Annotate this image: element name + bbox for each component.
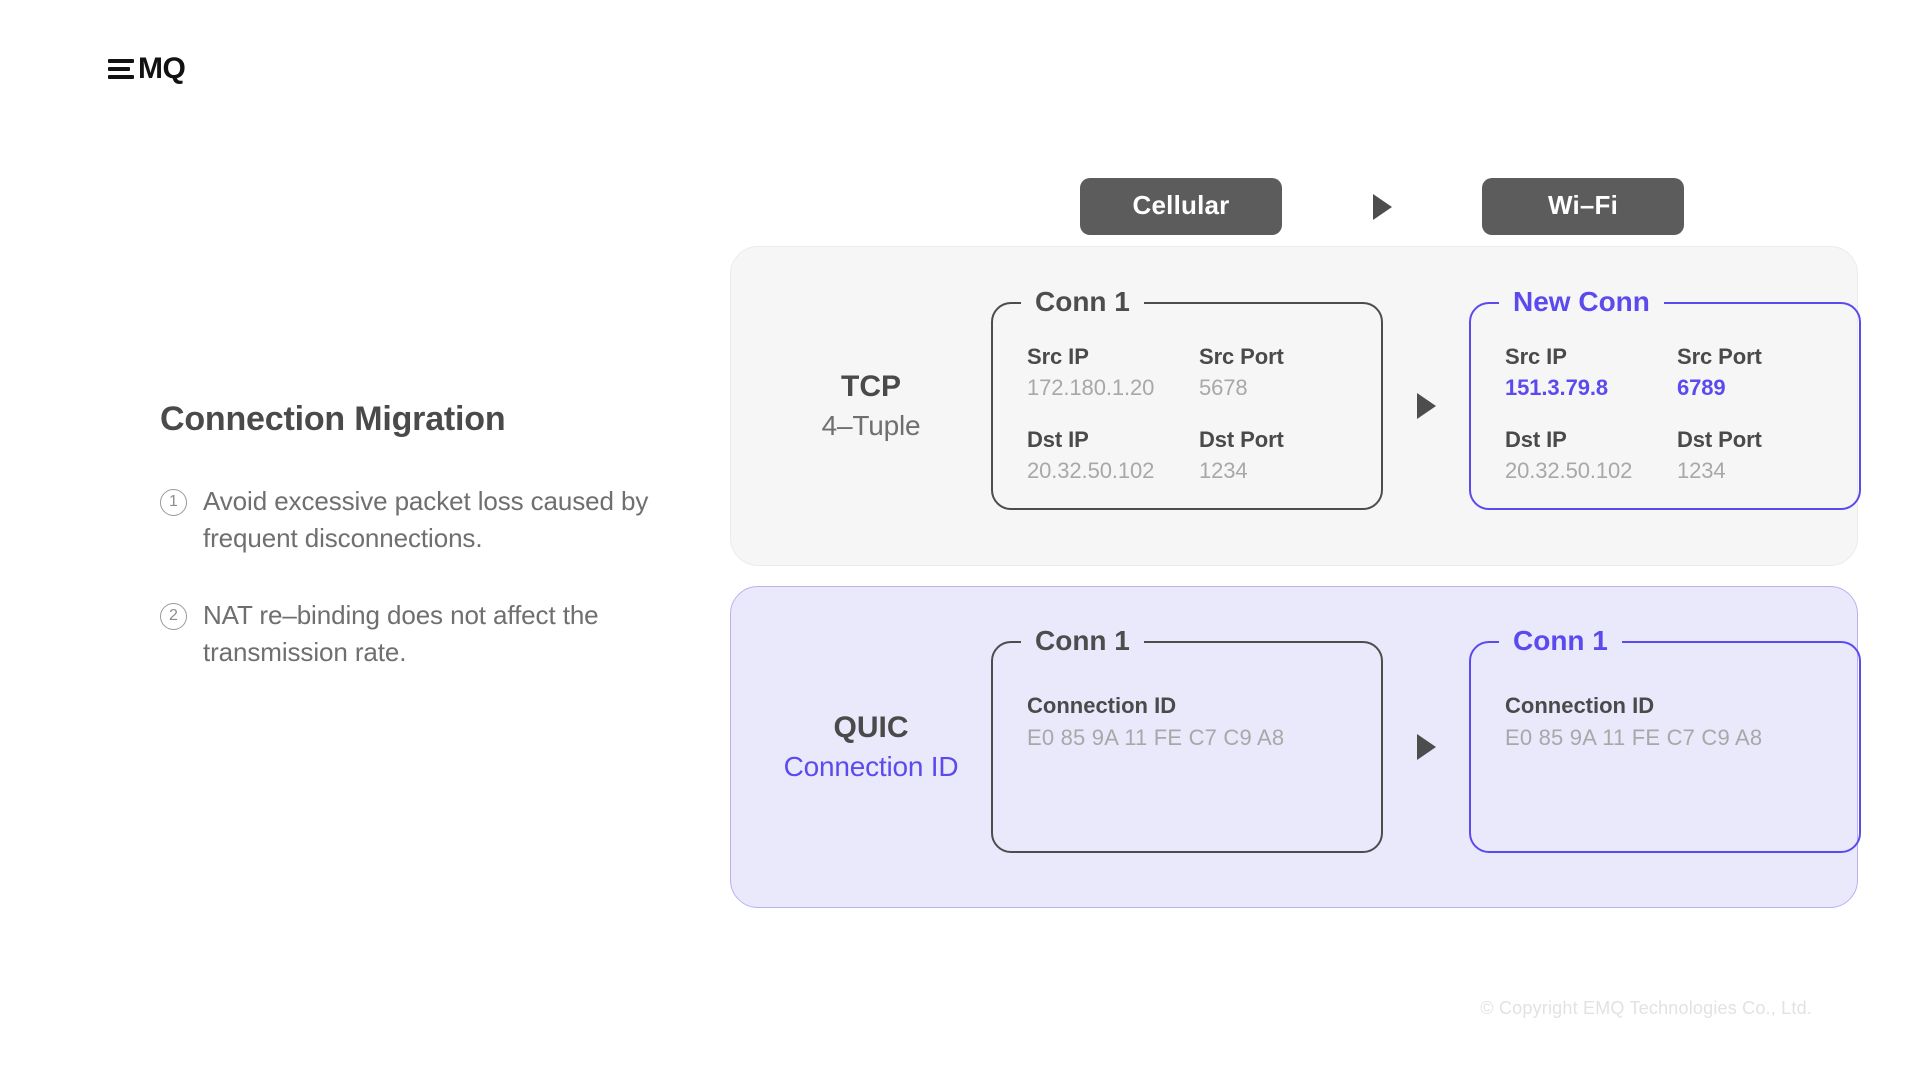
tuple-cell: Dst IP 20.32.50.102 bbox=[1027, 427, 1175, 484]
quic-connection-area: Conn 1 Connection ID E0 85 9A 11 FE C7 C… bbox=[991, 625, 1861, 853]
tcp-before-tuple-grid: Src IP 172.180.1.20 Src Port 5678 Dst IP… bbox=[1027, 344, 1347, 484]
tuple-key: Src Port bbox=[1199, 344, 1284, 369]
tuple-cell: Src Port 5678 bbox=[1199, 344, 1347, 401]
quic-migration-arrow-wrap bbox=[1383, 734, 1469, 760]
tcp-conn-before-box: Conn 1 Src IP 172.180.1.20 Src Port 5678… bbox=[991, 286, 1383, 510]
tuple-key: Dst Port bbox=[1677, 427, 1762, 452]
tuple-value: 5678 bbox=[1199, 375, 1248, 400]
connection-id-key: Connection ID bbox=[1027, 693, 1177, 718]
quic-after-cid-block: Connection ID E0 85 9A 11 FE C7 C9 A8 bbox=[1505, 683, 1825, 751]
tuple-cell: Src Port 6789 bbox=[1677, 344, 1825, 401]
list-item: 1 Avoid excessive packet loss caused by … bbox=[160, 483, 720, 557]
quic-protocol-name: QUIC bbox=[833, 711, 909, 744]
tuple-key: Src IP bbox=[1027, 344, 1089, 369]
tuple-cell: Dst Port 1234 bbox=[1199, 427, 1347, 484]
connection-id-key: Connection ID bbox=[1505, 693, 1655, 718]
tcp-conn-before-legend: Conn 1 bbox=[1021, 286, 1144, 318]
bullet-number-badge: 1 bbox=[160, 489, 187, 516]
tuple-value: 20.32.50.102 bbox=[1505, 458, 1633, 483]
quic-conn-after-legend: Conn 1 bbox=[1499, 625, 1622, 657]
logo-bars-icon bbox=[108, 58, 134, 80]
network-pill-wifi: Wi–Fi bbox=[1482, 178, 1684, 235]
tuple-value: 1234 bbox=[1199, 458, 1248, 483]
quic-conn-before-legend: Conn 1 bbox=[1021, 625, 1144, 657]
left-content-column: Connection Migration 1 Avoid excessive p… bbox=[160, 400, 720, 671]
page-title: Connection Migration bbox=[160, 400, 506, 438]
tcp-protocol-label: TCP 4–Tuple bbox=[731, 370, 991, 442]
tcp-after-tuple-grid: Src IP 151.3.79.8 Src Port 6789 Dst IP 2… bbox=[1505, 344, 1825, 484]
quic-panel: QUIC Connection ID Conn 1 Connection ID … bbox=[730, 586, 1861, 908]
bullet-number-badge: 2 bbox=[160, 602, 187, 630]
footer-copyright: © Copyright EMQ Technologies Co., Ltd. bbox=[1480, 998, 1812, 1018]
quic-protocol-subtitle: Connection ID bbox=[783, 751, 959, 782]
emq-logo: MQ bbox=[108, 52, 186, 85]
tuple-cell: Src IP 151.3.79.8 bbox=[1505, 344, 1653, 401]
tuple-key: Src Port bbox=[1677, 344, 1762, 369]
tuple-value: 20.32.50.102 bbox=[1027, 458, 1155, 483]
tuple-value: 151.3.79.8 bbox=[1505, 375, 1608, 400]
tcp-protocol-name: TCP bbox=[841, 370, 901, 403]
tuple-key: Dst IP bbox=[1505, 427, 1567, 452]
bullet-text: NAT re–binding does not affect the trans… bbox=[203, 599, 599, 667]
network-pill-cellular: Cellular bbox=[1080, 178, 1282, 235]
arrow-right-icon bbox=[1416, 393, 1436, 419]
connection-id-value: E0 85 9A 11 FE C7 C9 A8 bbox=[1505, 725, 1763, 750]
tcp-conn-after-box: New Conn Src IP 151.3.79.8 Src Port 6789… bbox=[1469, 286, 1861, 510]
network-arrow-wrap bbox=[1282, 193, 1482, 220]
tcp-conn-after-legend: New Conn bbox=[1499, 286, 1664, 318]
network-transition-row: Cellular Wi–Fi bbox=[1080, 178, 1684, 235]
tuple-value: 172.180.1.20 bbox=[1027, 375, 1155, 400]
list-item: 2 NAT re–binding does not affect the tra… bbox=[160, 597, 720, 671]
arrow-right-icon bbox=[1372, 193, 1392, 220]
logo-wordmark: MQ bbox=[138, 52, 186, 85]
tcp-migration-arrow-wrap bbox=[1383, 393, 1469, 419]
tuple-key: Dst IP bbox=[1027, 427, 1089, 452]
quic-before-cid-block: Connection ID E0 85 9A 11 FE C7 C9 A8 bbox=[1027, 683, 1347, 751]
arrow-right-icon bbox=[1416, 734, 1436, 760]
quic-protocol-label: QUIC Connection ID bbox=[731, 711, 991, 783]
quic-conn-before-box: Conn 1 Connection ID E0 85 9A 11 FE C7 C… bbox=[991, 625, 1383, 853]
tuple-value: 1234 bbox=[1677, 458, 1726, 483]
tuple-key: Dst Port bbox=[1199, 427, 1284, 452]
tcp-panel: TCP 4–Tuple Conn 1 Src IP 172.180.1.20 S… bbox=[730, 246, 1861, 566]
tuple-cell: Dst IP 20.32.50.102 bbox=[1505, 427, 1653, 484]
connection-id-value: E0 85 9A 11 FE C7 C9 A8 bbox=[1027, 725, 1285, 750]
tcp-protocol-subtitle: 4–Tuple bbox=[821, 410, 921, 441]
tuple-key: Src IP bbox=[1505, 344, 1567, 369]
quic-conn-after-box: Conn 1 Connection ID E0 85 9A 11 FE C7 C… bbox=[1469, 625, 1861, 853]
tcp-connection-area: Conn 1 Src IP 172.180.1.20 Src Port 5678… bbox=[991, 286, 1861, 510]
bullet-text: Avoid excessive packet loss caused by fr… bbox=[203, 486, 649, 553]
tuple-value: 6789 bbox=[1677, 375, 1726, 400]
tuple-cell: Src IP 172.180.1.20 bbox=[1027, 344, 1175, 401]
tuple-cell: Dst Port 1234 bbox=[1677, 427, 1825, 484]
